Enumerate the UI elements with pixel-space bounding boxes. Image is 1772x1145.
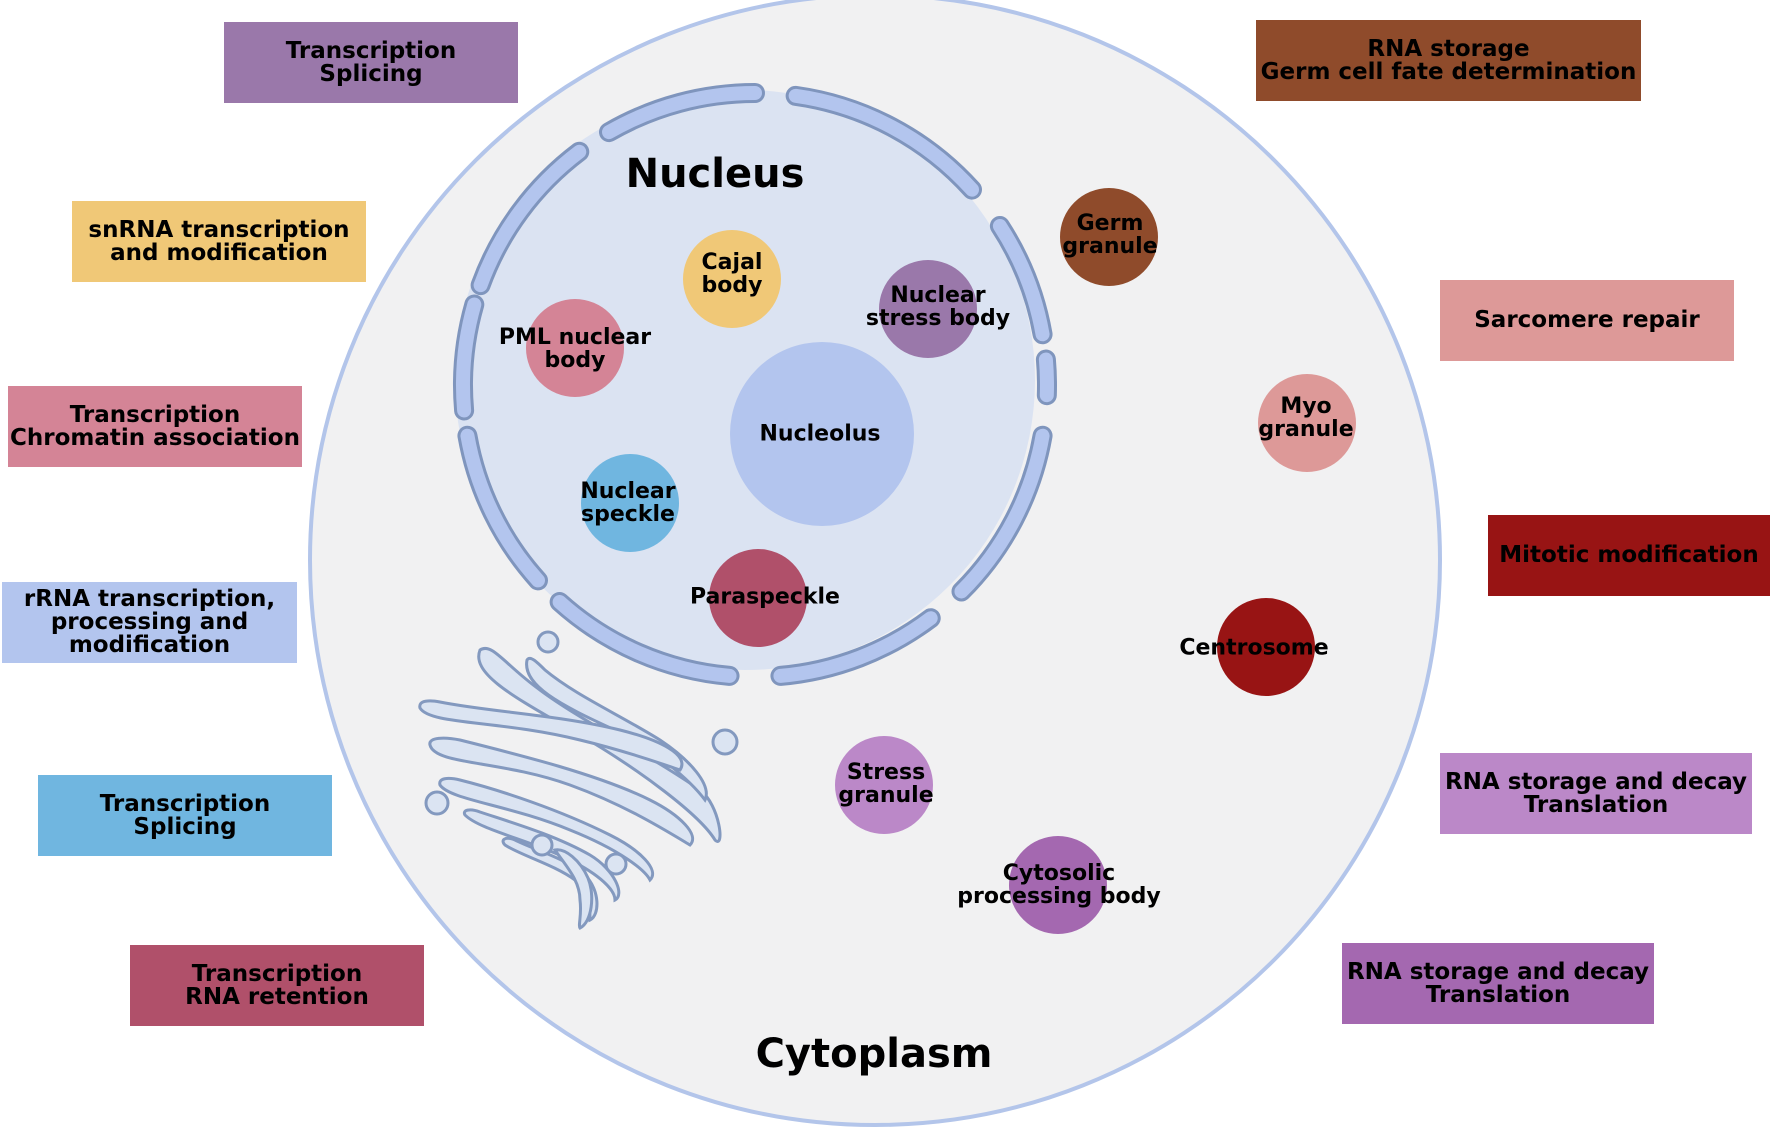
nucleus-title: Nucleus (625, 151, 805, 197)
paraspeckle-circle (709, 549, 807, 647)
nucleolus-circle (730, 342, 914, 526)
myo-function-box: Sarcomere repair (1440, 280, 1734, 361)
envelope-segment (773, 611, 938, 683)
golgi-vesicle (530, 833, 554, 857)
cytosolic-processing-body-label: Cytosolic processing body (957, 861, 1161, 909)
nuclear-stress-function-box: Transcription Splicing (224, 22, 518, 103)
envelope-segment (954, 428, 1050, 599)
paraspeckle-function-box: Transcription RNA retention (130, 945, 424, 1026)
pml-nuclear-body-circle (526, 299, 624, 397)
golgi-cisterna (428, 736, 694, 847)
envelope-segment (456, 297, 482, 418)
cajal-body-circle (683, 230, 781, 328)
pml-function-box: Transcription Chromatin association (8, 386, 302, 467)
envelope-segment (602, 86, 762, 140)
cajal-function-box: snRNA transcription and modification (72, 201, 366, 282)
stress-granule-label: Stress granule (838, 760, 934, 808)
golgi-apparatus (418, 630, 739, 930)
envelope-segment (552, 594, 737, 683)
golgi-vesicle (604, 852, 628, 876)
golgi-vesicle (424, 790, 450, 816)
nuclear-speckle-circle (581, 454, 679, 552)
cytoplasm-title: Cytoplasm (755, 1031, 993, 1077)
nuclear-speckle-function-box: Transcription Splicing (38, 775, 332, 856)
cytosolic-pb-function-box: RNA storage and decay Translation (1342, 943, 1654, 1024)
myo-granule-label: Myo granule (1258, 394, 1354, 442)
centrosome-function-box: Mitotic modification (1488, 515, 1770, 596)
cajal-body-label: Cajal body (701, 250, 763, 298)
nucleolus-label: Nucleolus (759, 421, 881, 447)
pml-nuclear-body-label: PML nuclear body (498, 325, 652, 373)
organelle-circles (526, 188, 1356, 934)
stress-function-box: RNA storage and decay Translation (1440, 753, 1752, 834)
paraspeckle-label: Paraspeckle (690, 584, 840, 610)
centrosome-circle (1217, 598, 1315, 696)
nuclear-stress-body-circle (879, 260, 977, 358)
germ-granule-circle (1060, 188, 1158, 286)
golgi-vesicle (536, 630, 560, 654)
nuclear-envelope (453, 83, 1057, 686)
cytosolic-processing-body-circle (1009, 836, 1107, 934)
golgi-cisterna (418, 699, 684, 772)
golgi-cisterna (438, 776, 654, 883)
golgi-cisterna (552, 848, 594, 930)
nucleolus-function-box: rRNA transcription, processing and modif… (2, 582, 297, 663)
envelope-segment (473, 144, 587, 293)
germ-granule-label: Germ granule (1062, 211, 1158, 259)
golgi-vesicle (711, 728, 739, 756)
nuclear-stress-body-label: Nuclear stress body (865, 283, 1011, 331)
nuclear-speckle-label: Nuclear speckle (580, 479, 676, 527)
envelope-segment (992, 218, 1050, 342)
germ-function-box: RNA storage Germ cell fate determination (1256, 20, 1641, 101)
stress-granule-circle (835, 736, 933, 834)
envelope-segment (1038, 352, 1054, 403)
envelope-segment (460, 428, 546, 588)
myo-granule-circle (1258, 374, 1356, 472)
envelope-segment (788, 88, 979, 197)
centrosome-label: Centrosome (1179, 635, 1329, 661)
